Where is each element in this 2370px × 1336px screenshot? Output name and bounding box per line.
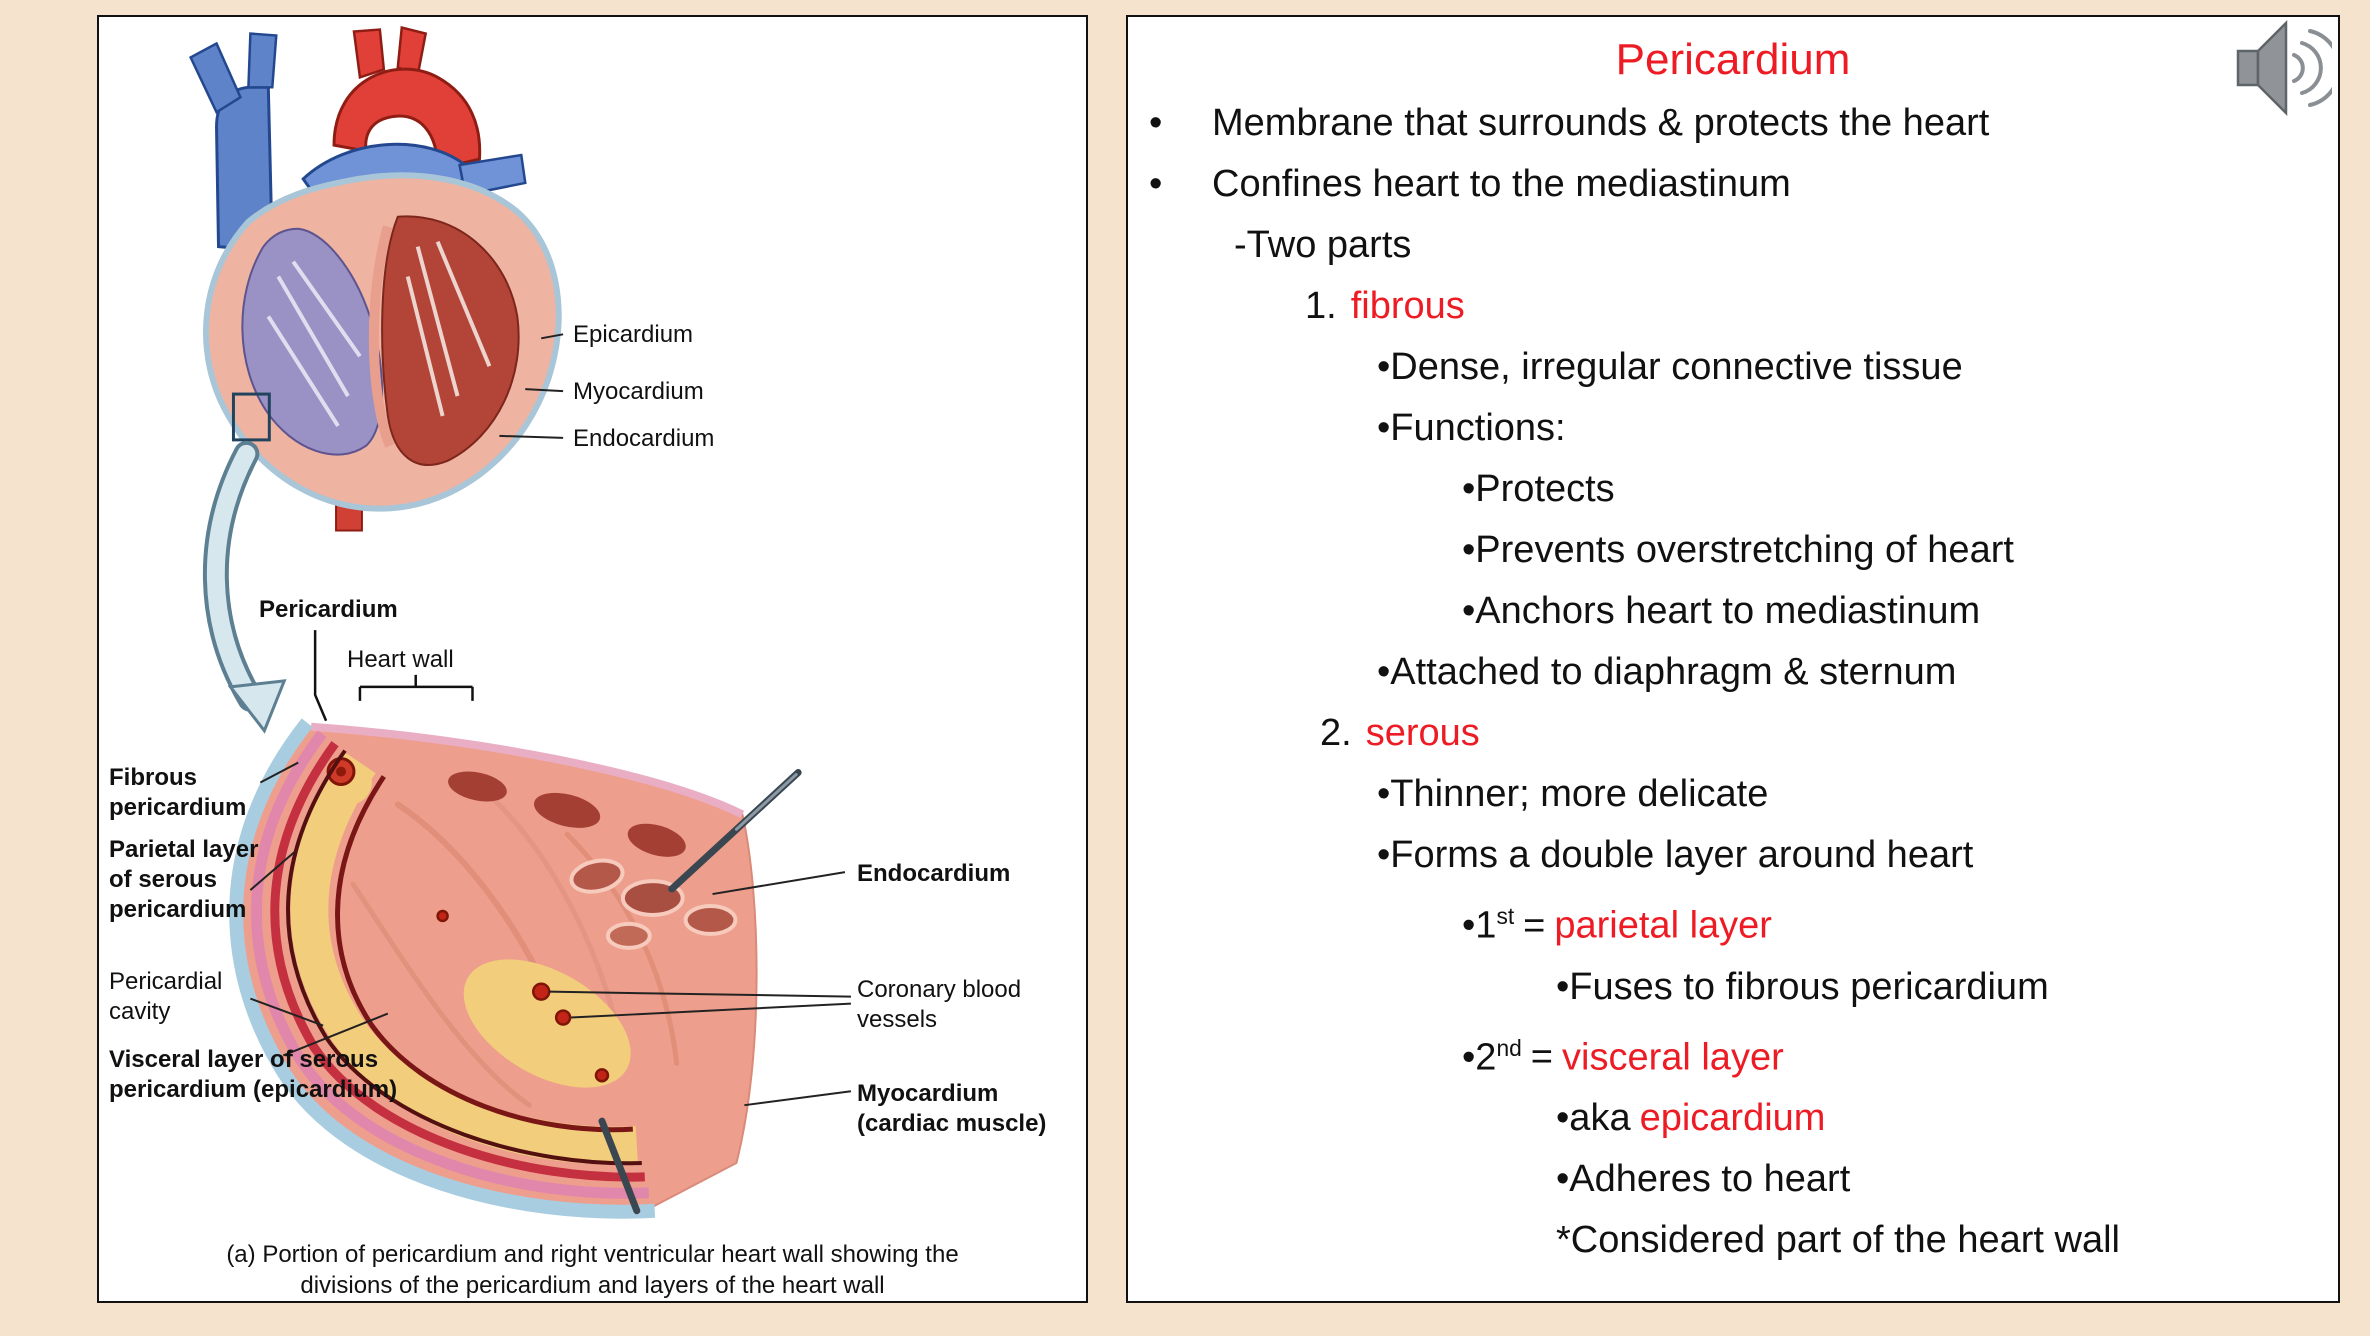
section-leader-lines [249,761,852,1107]
label-myocardium-top: Myocardium [573,378,704,405]
line-adheres-heart: •Adheres to heart [1556,1158,1851,1201]
notes-content: Pericardium •Membrane that surrounds & p… [1128,17,2338,1271]
label-pericardial-cavity: Pericardial cavity [109,968,223,1025]
dissection-probes [598,769,802,1215]
label-heart-wall: Heart wall [347,646,454,673]
line-second-visceral: •2nd=visceral layer [1462,1034,1784,1079]
label-endocardium-lower: Endocardium [857,860,1011,887]
line-attached-diaphragm: •Attached to diaphragm & sternum [1377,651,1957,693]
line-dense-tissue: •Dense, irregular connective tissue [1377,346,1963,388]
zoom-arrow [202,440,287,734]
anatomy-figure-panel: Epicardium Myocardium Endocardium Perica… [97,15,1088,1303]
label-visceral-layer: Visceral layer of serous pericardium (ep… [109,1046,398,1103]
line-fuses-fibrous: •Fuses to fibrous pericardium [1556,965,2049,1008]
bullet-glyph: • [1149,102,1163,144]
epicardial-fat [290,752,638,1165]
label-fibrous-pericardium: Fibrous pericardium [109,764,247,821]
slide-title: Pericardium [1615,35,1851,84]
magnify-rectangle [231,392,271,442]
label-brackets [313,630,474,722]
bullet-membrane: •Membrane that surrounds & protects the … [1128,93,2338,154]
audio-speaker-icon[interactable] [2232,15,2332,125]
line-double-layer: •Forms a double layer around heart [1377,834,1974,876]
label-myocardium-lower: Myocardium (cardiac muscle) [857,1080,1047,1137]
top-label-leader-lines [499,333,564,439]
cut-tissue-blobs [448,771,686,857]
heart-wall-cross-section-art [229,718,802,1219]
sound-waves [2292,29,2332,107]
label-parietal-layer: Parietal layer of serous pericardium [109,836,259,923]
line-protects: •Protects [1462,468,1615,510]
line-functions: •Functions: [1377,407,1566,449]
label-pericardium: Pericardium [259,596,398,623]
label-coronary-vessels: Coronary blood vessels [857,976,1022,1033]
item-fibrous: 1.fibrous [1305,285,1465,327]
trabecular-surface [569,858,738,950]
heart-cutaway-art [188,26,562,532]
notes-panel: Pericardium •Membrane that surrounds & p… [1126,15,2340,1303]
line-prevents-overstretch: •Prevents overstretching of heart [1462,529,2014,571]
figure-caption: (a) Portion of pericardium and right ven… [226,1241,959,1299]
label-endocardium-top: Endocardium [573,425,715,452]
line-considered-heart-wall: *Considered part of the heart wall [1556,1219,2120,1262]
bullet-confines: •Confines heart to the mediastinum [1128,154,2338,215]
line-first-parietal: •1st=parietal layer [1462,903,1772,947]
line-thinner-delicate: •Thinner; more delicate [1377,773,1769,815]
line-two-parts: -Two parts [1234,224,1412,266]
item-serous: 2.serous [1320,712,1480,754]
heart-diagram-figure [188,26,852,1219]
label-epicardium-top: Epicardium [573,321,694,348]
bullet-glyph: • [1149,163,1163,205]
line-anchors-heart: •Anchors heart to mediastinum [1462,590,1981,632]
